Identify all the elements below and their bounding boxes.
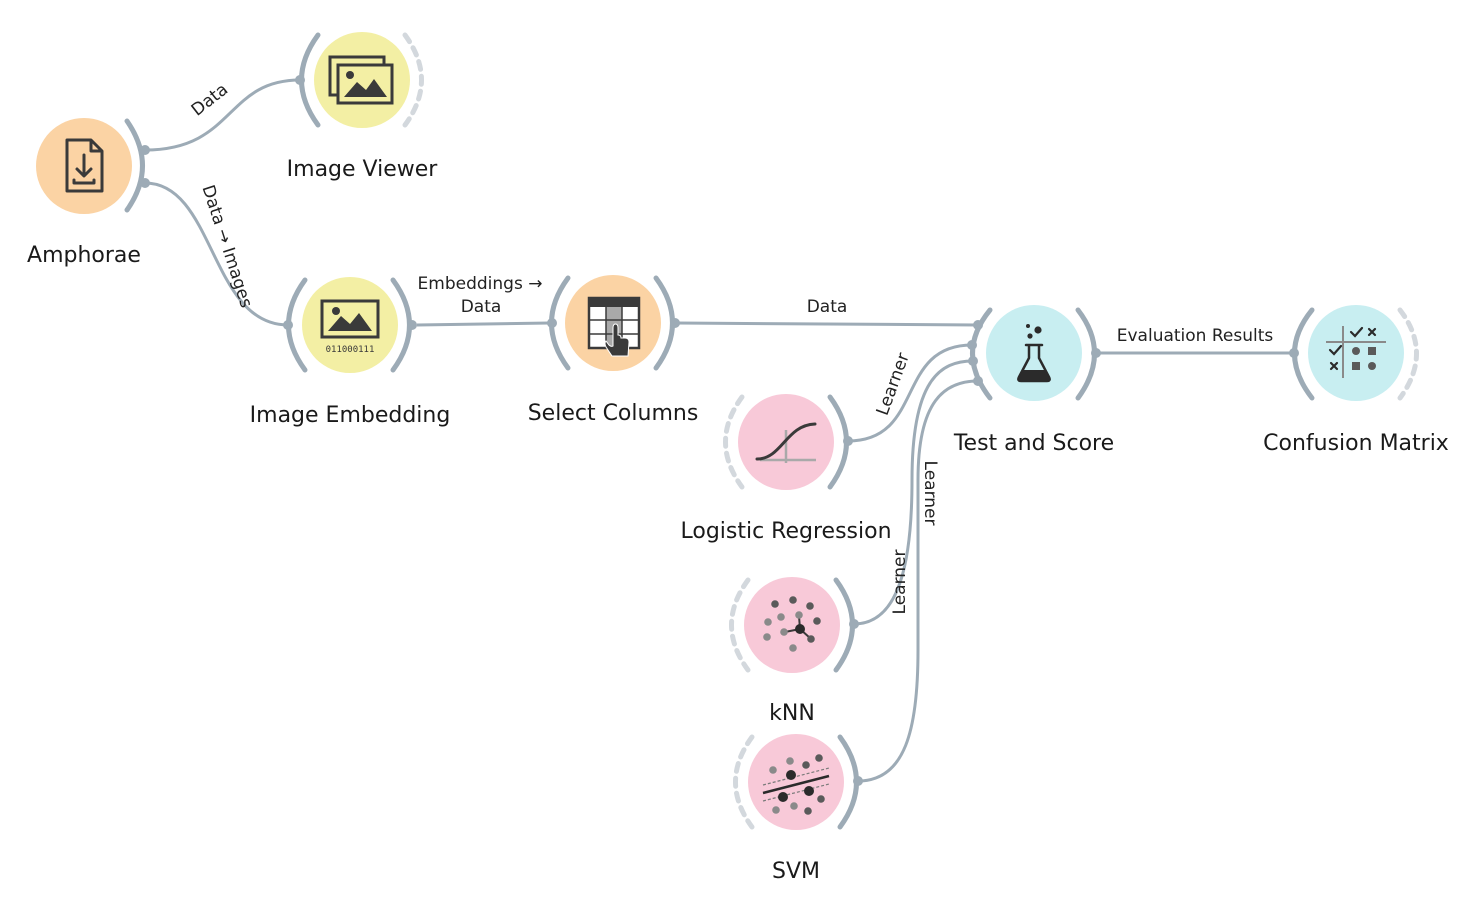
link-label-select-to-test: Data xyxy=(807,297,848,317)
link-label-logreg-to-test: Learner xyxy=(873,350,914,418)
widget-logistic-regression[interactable]: Logistic Regression xyxy=(680,394,892,544)
output-anchor[interactable] xyxy=(140,178,150,188)
output-anchor[interactable] xyxy=(853,776,863,786)
widget-image-embedding[interactable]: 011000111 Image Embedding xyxy=(250,277,451,428)
link-label-amphorae-to-embedding: Data → Images xyxy=(198,183,257,311)
input-anchor[interactable] xyxy=(973,376,983,386)
output-anchor[interactable] xyxy=(140,145,150,155)
image-embedding-icon: 011000111 xyxy=(320,299,380,355)
widget-label-image-embedding: Image Embedding xyxy=(250,403,451,428)
link-knn-to-test-and-score[interactable]: Learner xyxy=(853,359,974,626)
link-label-embedding-line1: Embeddings → xyxy=(418,274,543,294)
widget-knn-circle xyxy=(744,577,840,673)
knn-icon xyxy=(763,596,821,652)
input-anchor[interactable] xyxy=(283,320,293,330)
output-anchor[interactable] xyxy=(407,320,417,330)
link-amphorae-to-image-embedding[interactable]: Data → Images xyxy=(144,181,289,327)
links-layer: Data Data → Images Embeddings → Data Dat… xyxy=(144,78,1294,783)
output-anchor[interactable] xyxy=(1091,348,1101,358)
link-label-knn-to-test: Learner xyxy=(890,550,910,615)
input-anchor[interactable] xyxy=(973,320,983,330)
input-anchor[interactable] xyxy=(1289,348,1299,358)
image-gallery-icon xyxy=(328,55,394,105)
output-anchor[interactable] xyxy=(670,318,680,328)
link-embedding-to-select-columns[interactable]: Embeddings → Data xyxy=(416,274,551,327)
widget-label-logistic-regression: Logistic Regression xyxy=(680,519,891,544)
input-anchor[interactable] xyxy=(547,318,557,328)
widget-image-viewer[interactable]: Image Viewer xyxy=(287,32,439,182)
file-download-icon xyxy=(65,138,104,193)
svm-icon xyxy=(762,754,830,815)
widget-confusion-matrix[interactable]: Confusion Matrix xyxy=(1263,305,1449,456)
sigmoid-curve-icon xyxy=(755,422,817,463)
widget-svm-circle xyxy=(748,734,844,830)
widget-label-test-and-score: Test and Score xyxy=(953,431,1114,456)
input-anchor[interactable] xyxy=(968,356,978,366)
link-label-amphorae-to-viewer: Data xyxy=(188,80,232,121)
widget-label-knn: kNN xyxy=(769,701,815,726)
link-label-svm-to-test: Learner xyxy=(920,461,940,526)
output-anchor[interactable] xyxy=(849,619,859,629)
widget-label-svm: SVM xyxy=(772,859,820,884)
widget-label-confusion-matrix: Confusion Matrix xyxy=(1263,431,1449,456)
input-anchor[interactable] xyxy=(295,75,305,85)
widget-test-and-score-circle xyxy=(986,305,1082,401)
widget-label-image-viewer: Image Viewer xyxy=(287,157,439,182)
widget-test-and-score[interactable]: Test and Score xyxy=(953,305,1114,456)
widget-knn[interactable]: kNN xyxy=(729,577,860,726)
link-test-to-confusion-matrix[interactable]: Evaluation Results xyxy=(1096,326,1294,355)
embedding-icon-bits: 011000111 xyxy=(326,345,375,355)
widget-svm[interactable]: SVM xyxy=(733,734,864,884)
widget-label-select-columns: Select Columns xyxy=(528,401,699,426)
output-anchor[interactable] xyxy=(843,436,853,446)
link-label-test-to-confusion: Evaluation Results xyxy=(1117,326,1274,346)
link-label-embedding-line2: Data xyxy=(461,297,502,317)
confusion-matrix-icon xyxy=(1326,326,1386,378)
flask-icon xyxy=(1017,324,1051,383)
link-svm-to-test-and-score[interactable]: Learner xyxy=(857,379,979,783)
widget-select-columns[interactable]: Select Columns xyxy=(528,275,699,426)
input-anchor[interactable] xyxy=(967,340,977,350)
widget-amphorae[interactable]: Amphorae xyxy=(27,118,150,268)
link-select-columns-to-test-and-score[interactable]: Data xyxy=(675,297,979,327)
link-amphorae-to-image-viewer[interactable]: Data xyxy=(144,78,301,152)
link-logreg-to-test-and-score[interactable]: Learner xyxy=(847,343,973,443)
select-columns-icon xyxy=(587,296,641,357)
widget-label-amphorae: Amphorae xyxy=(27,243,141,268)
